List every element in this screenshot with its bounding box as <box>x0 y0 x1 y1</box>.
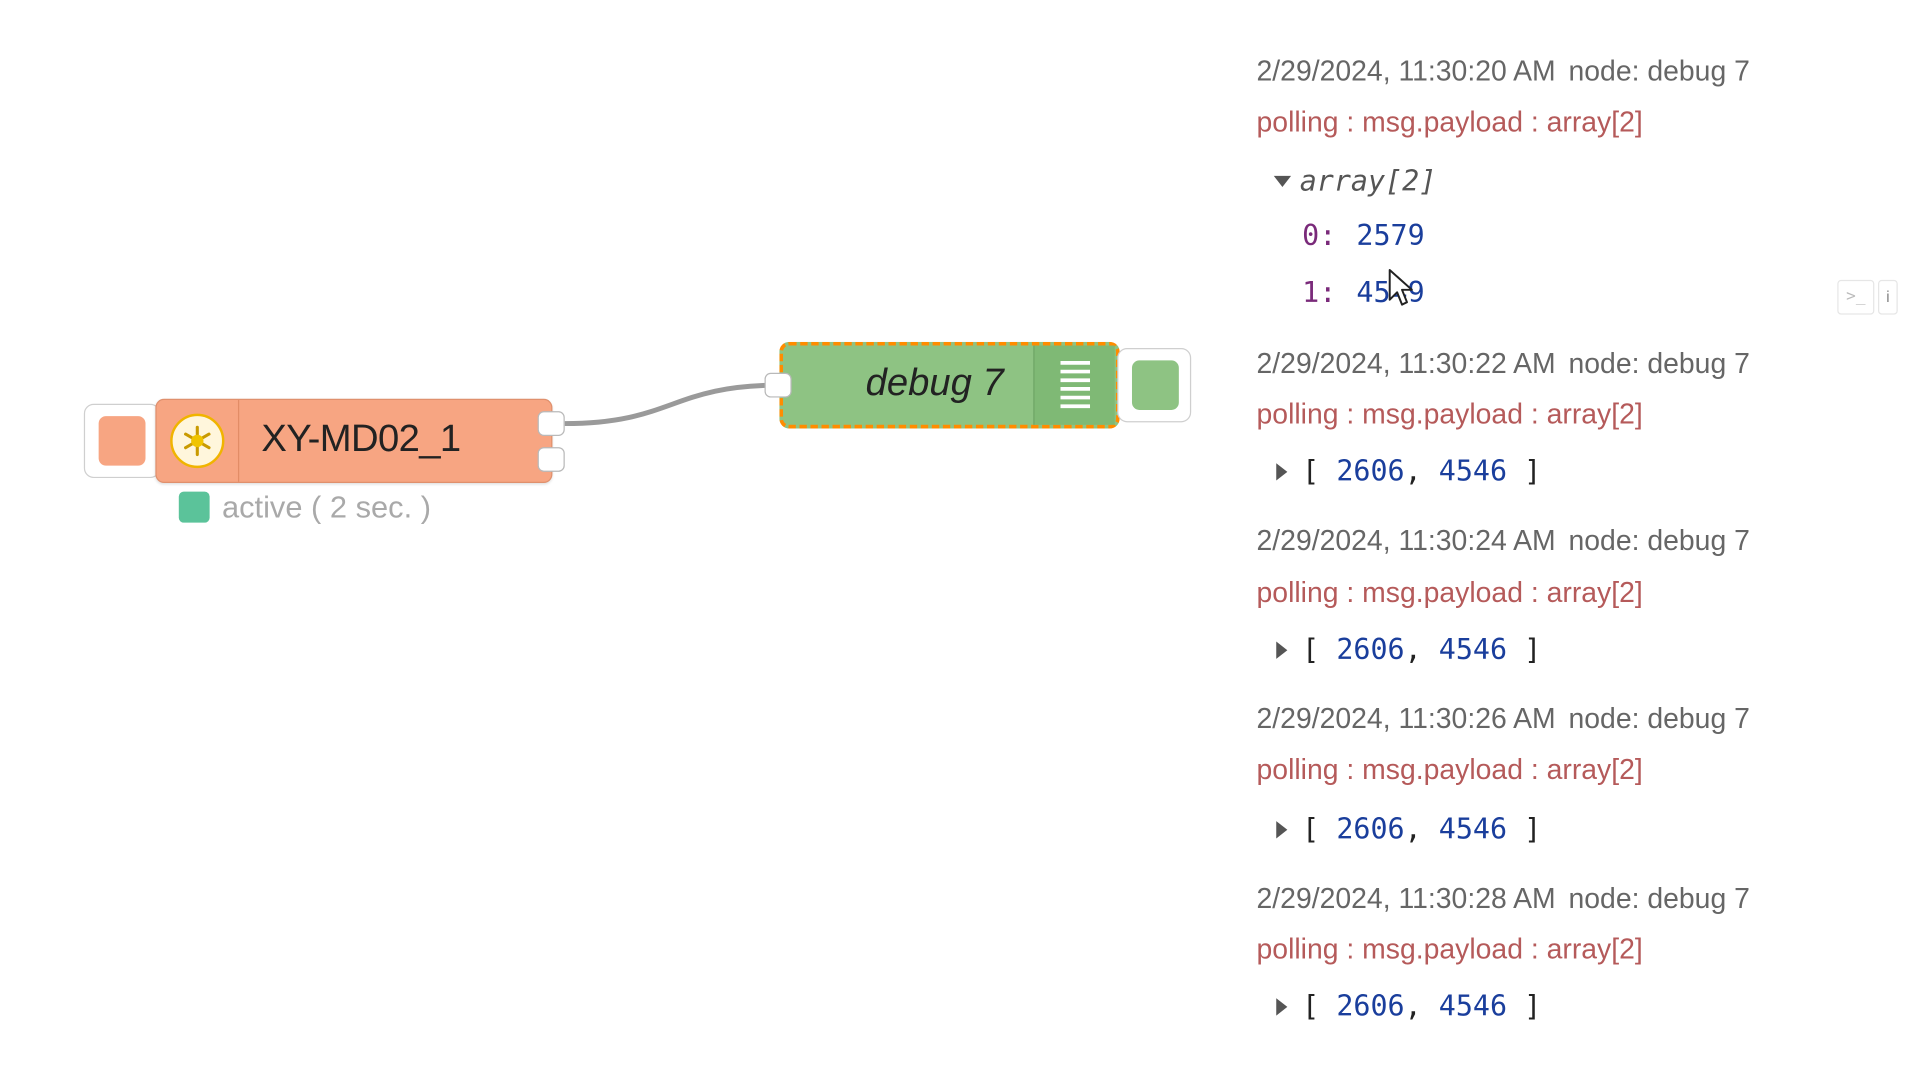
expand-arrow-icon[interactable] <box>1276 998 1288 1016</box>
pointer-cursor-icon <box>1388 269 1413 306</box>
inject-icon <box>170 413 225 469</box>
message-topic: polling : msg.payload : array[2] <box>1256 105 1643 138</box>
message-timestamp: 2/29/2024, 11:30:22 AM <box>1256 346 1556 379</box>
collapse-arrow-icon[interactable] <box>1273 175 1292 188</box>
info-icon[interactable]: i <box>1878 279 1898 315</box>
array-value: 2606 <box>1336 634 1405 667</box>
inject-output-port-1[interactable] <box>537 411 565 436</box>
array-summary[interactable]: [ 2606, 4546 ] <box>1302 813 1542 846</box>
message-topic: polling : msg.payload : array[2] <box>1256 397 1643 430</box>
message-topic: polling : msg.payload : array[2] <box>1256 932 1643 965</box>
debug-toggle-button[interactable] <box>1131 360 1179 410</box>
array-value: 2606 <box>1336 990 1405 1024</box>
array-item-key: 1: <box>1302 277 1337 310</box>
debug-input-port[interactable] <box>764 372 792 398</box>
array-value: 4546 <box>1438 990 1508 1024</box>
array-value: 2606 <box>1336 813 1405 846</box>
array-summary[interactable]: [ 2606, 4546 ] <box>1302 455 1542 488</box>
message-node-link[interactable]: node: debug 7 <box>1568 523 1750 557</box>
message-topic: polling : msg.payload : array[2] <box>1256 753 1643 786</box>
message-timestamp: 2/29/2024, 11:30:28 AM <box>1256 881 1556 915</box>
message-node-link[interactable]: node: debug 7 <box>1568 346 1750 379</box>
array-summary[interactable]: [ 2606, 4546 ] <box>1302 634 1542 667</box>
flow-wires <box>564 382 779 427</box>
terminal-icon[interactable]: >_ <box>1837 279 1875 315</box>
inject-output-port-2[interactable] <box>537 447 565 472</box>
array-value: 4546 <box>1438 813 1508 846</box>
inject-trigger-button[interactable] <box>98 416 146 466</box>
array-item-key: 0: <box>1302 220 1337 253</box>
debug-node-label: debug 7 <box>865 360 1004 404</box>
array-summary[interactable]: [ 2606, 4546 ] <box>1302 990 1542 1024</box>
message-node-link[interactable]: node: debug 7 <box>1568 702 1750 735</box>
array-type-label[interactable]: array[2] <box>1299 165 1437 199</box>
message-timestamp: 2/29/2024, 11:30:26 AM <box>1256 702 1556 735</box>
status-indicator-icon <box>178 491 210 523</box>
expand-arrow-icon[interactable] <box>1276 641 1288 659</box>
array-value: 2606 <box>1336 455 1405 488</box>
message-node-link[interactable]: node: debug 7 <box>1568 54 1750 87</box>
message-node-link[interactable]: node: debug 7 <box>1568 881 1750 915</box>
flow-workspace[interactable]: XY-MD02_1 active ( 2 sec. ) debug 7 <box>0 0 1221 1080</box>
expand-arrow-icon[interactable] <box>1276 821 1288 839</box>
array-value: 4546 <box>1438 634 1508 667</box>
list-icon <box>1060 361 1091 409</box>
message-topic: polling : msg.payload : array[2] <box>1256 575 1643 609</box>
array-value: 4546 <box>1438 455 1508 488</box>
expand-arrow-icon[interactable] <box>1276 463 1288 481</box>
message-timestamp: 2/29/2024, 11:30:24 AM <box>1256 523 1556 557</box>
inject-node-icon-area <box>158 400 240 482</box>
debug-node-menu-area <box>1033 345 1115 425</box>
wire-inject-to-debug <box>564 382 779 427</box>
inject-node-status: active ( 2 sec. ) <box>221 490 431 526</box>
inject-node-label: XY-MD02_1 <box>261 416 461 460</box>
message-timestamp: 2/29/2024, 11:30:20 AM <box>1256 54 1556 87</box>
array-item-value: 2579 <box>1356 220 1425 253</box>
